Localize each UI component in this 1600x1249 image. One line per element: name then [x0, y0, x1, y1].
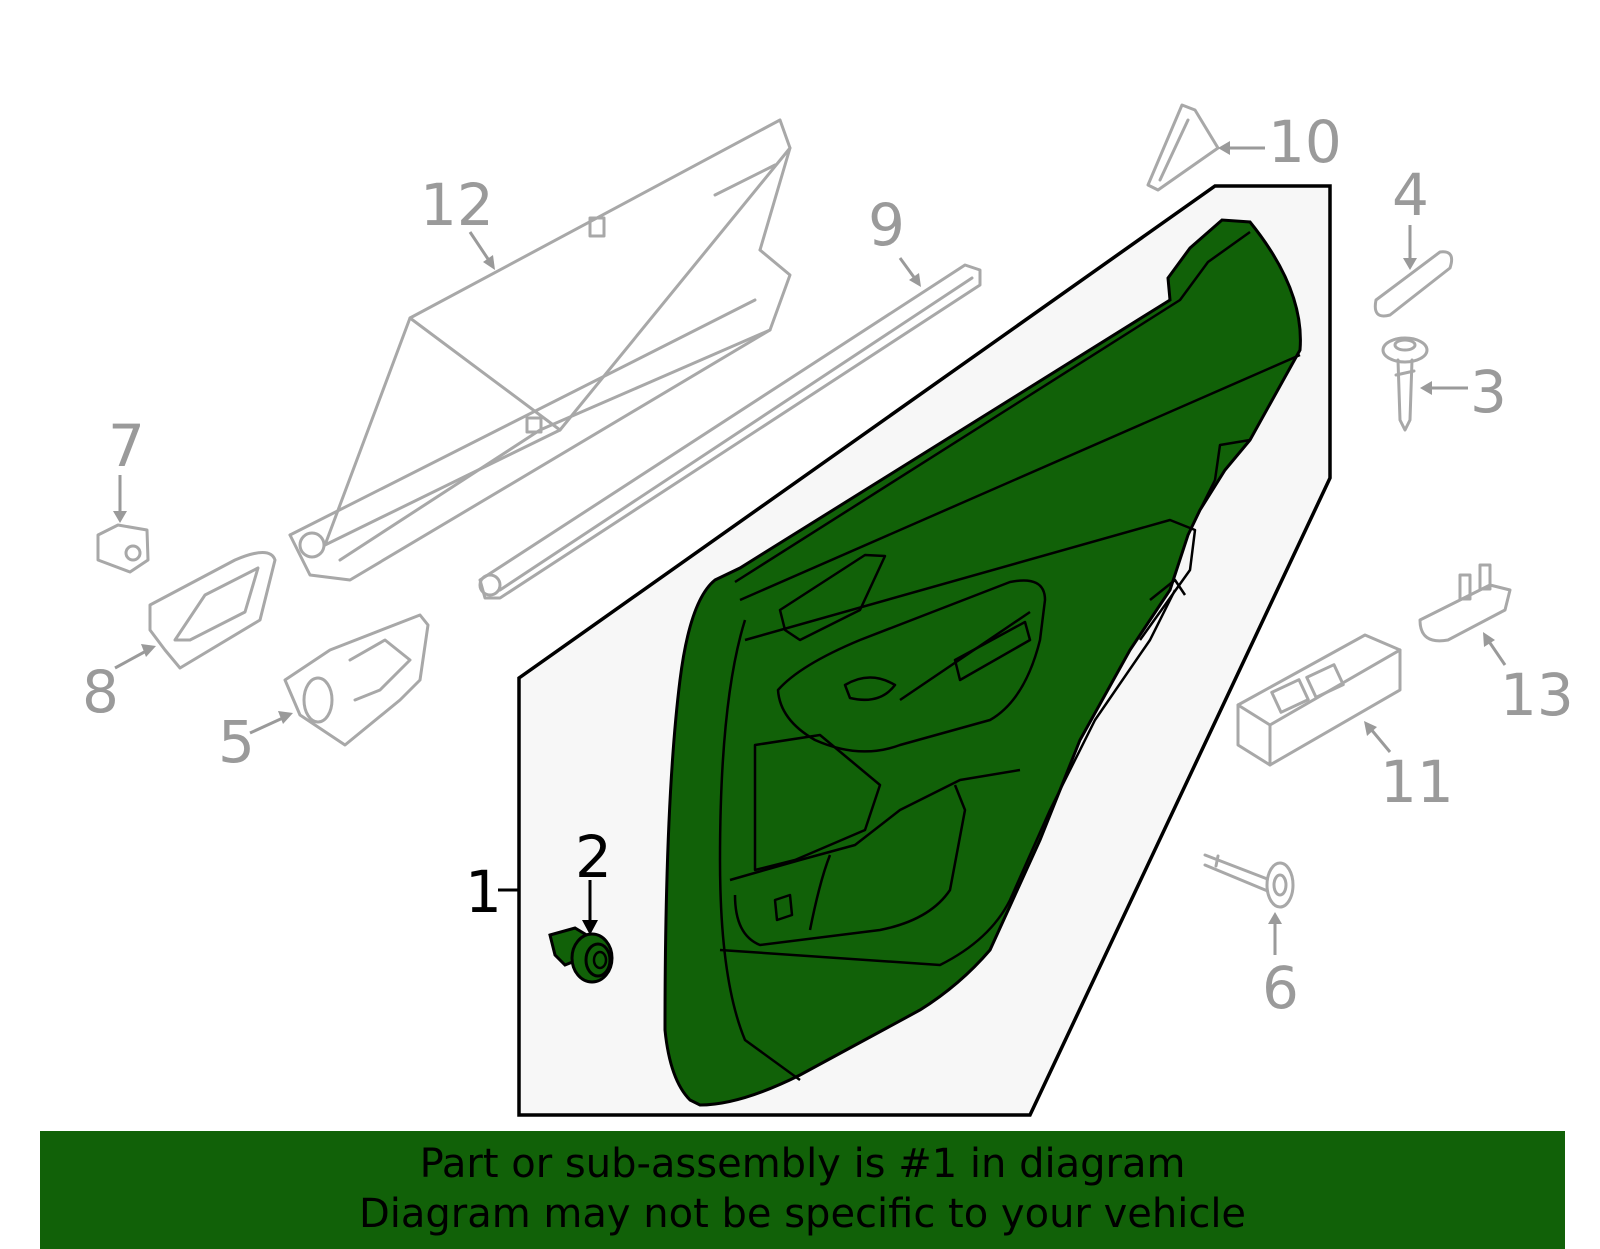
callout-4: 4	[1392, 161, 1429, 229]
callout-5: 5	[218, 708, 255, 776]
part-9-weatherstrip	[478, 263, 982, 600]
banner-line-1: Part or sub-assembly is #1 in diagram	[419, 1141, 1186, 1187]
part-2-clip[interactable]	[548, 926, 614, 984]
part-5-latch	[283, 613, 430, 747]
callout-1: 1	[465, 858, 502, 926]
callout-6: 6	[1262, 954, 1299, 1022]
callout-11: 11	[1380, 748, 1454, 816]
part-6-screw	[1203, 853, 1295, 909]
door-panel-body	[663, 218, 1302, 1107]
callout-7: 7	[108, 412, 145, 480]
callout-13: 13	[1500, 661, 1574, 729]
part-8-inner-handle	[148, 551, 277, 670]
part-3-screw	[1381, 336, 1429, 432]
part-7-clip	[96, 523, 150, 574]
part-13-switch-bezel	[1418, 563, 1512, 643]
callout-8: 8	[82, 658, 119, 726]
part-11-window-switch	[1236, 633, 1402, 767]
part-12-window-glass	[288, 118, 792, 582]
callout-10: 10	[1268, 108, 1342, 176]
leader-lines	[113, 141, 1507, 955]
callout-12: 12	[420, 171, 494, 239]
callout-9: 9	[868, 191, 905, 259]
callout-3: 3	[1470, 358, 1507, 426]
callout-2: 2	[575, 823, 612, 891]
part-1-door-trim-panel[interactable]	[663, 218, 1302, 1107]
info-banner: Part or sub-assembly is #1 in diagram Di…	[40, 1131, 1565, 1249]
part-10-corner-trim	[1146, 103, 1220, 192]
banner-line-2: Diagram may not be specific to your vehi…	[358, 1191, 1247, 1237]
part-4-cover	[1373, 250, 1454, 318]
callouts: 12 9 10 4 3 7 8 5 13 11 6 2 1	[82, 108, 1574, 1022]
